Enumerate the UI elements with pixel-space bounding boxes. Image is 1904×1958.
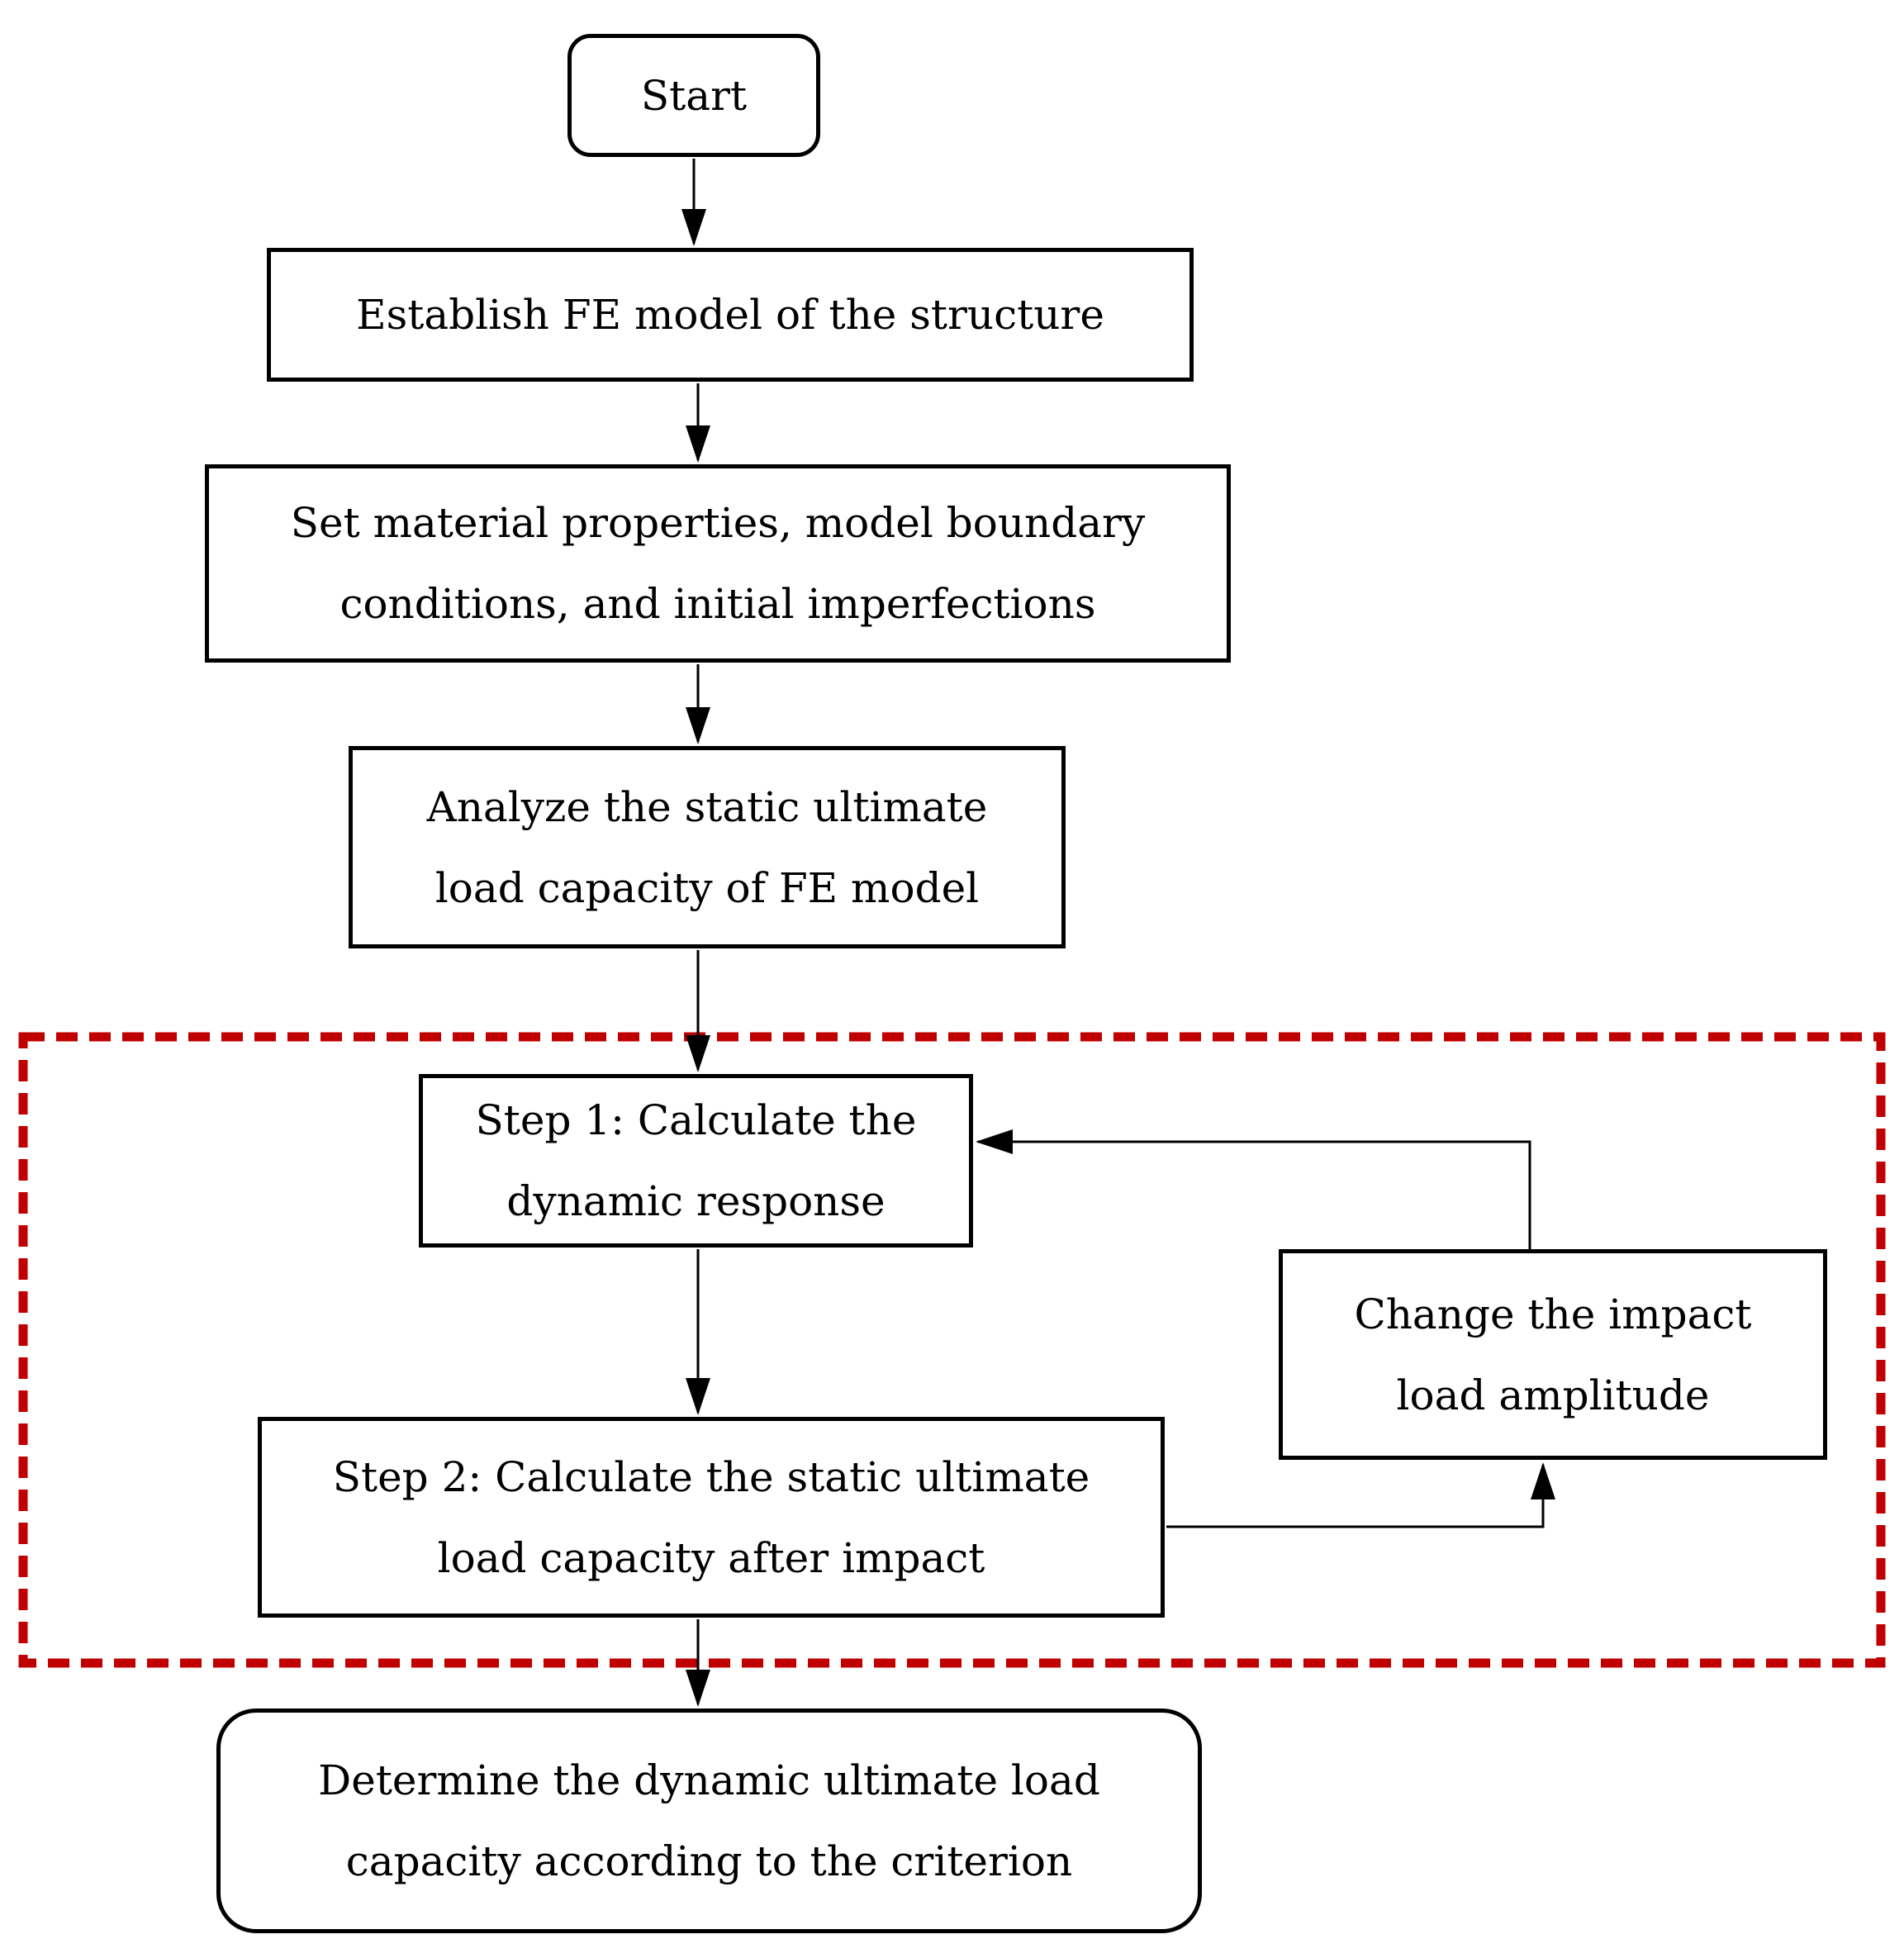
- node-determine-dynamic-capacity: Determine the dynamic ultimate load capa…: [216, 1708, 1202, 1933]
- node-change-label-line1: Change the impact: [1354, 1290, 1752, 1338]
- node-set-material-label-line2: conditions, and initial imperfections: [339, 580, 1096, 628]
- node-analyze-label-line1: Analyze the static ultimate: [426, 782, 988, 831]
- node-set-material-properties: Set material properties, model boundary …: [205, 464, 1231, 663]
- node-analyze-static-capacity: Analyze the static ultimate load capacit…: [349, 746, 1066, 948]
- node-set-material-label-line1: Set material properties, model boundary: [290, 499, 1146, 547]
- node-start-label: Start: [640, 71, 748, 120]
- node-change-impact-load: Change the impact load amplitude: [1279, 1249, 1827, 1460]
- node-determine-label-line1: Determine the dynamic ultimate load: [318, 1756, 1100, 1804]
- node-step1-dynamic-response: Step 1: Calculate the dynamic response: [419, 1074, 973, 1248]
- node-step2-capacity-after-impact: Step 2: Calculate the static ultimate lo…: [258, 1417, 1165, 1618]
- node-analyze-label-line2: load capacity of FE model: [434, 863, 980, 912]
- arrow-step2-to-changeload: [1166, 1462, 1555, 1528]
- iteration-region-frame: [18, 1032, 1886, 1668]
- node-step1-label-line1: Step 1: Calculate the: [475, 1096, 917, 1144]
- node-determine-label-line2: capacity according to the criterion: [345, 1837, 1073, 1885]
- node-start: Start: [567, 34, 820, 157]
- node-establish-label: Establish FE model of the structure: [356, 291, 1104, 339]
- node-step2-label-line1: Step 2: Calculate the static ultimate: [332, 1452, 1090, 1501]
- node-change-label-line2: load amplitude: [1396, 1371, 1710, 1419]
- arrow-changeload-to-step1: [976, 1129, 1531, 1251]
- node-step1-label-line2: dynamic response: [506, 1177, 886, 1225]
- node-step2-label-line2: load capacity after impact: [437, 1533, 985, 1582]
- node-establish-fe-model: Establish FE model of the structure: [267, 248, 1194, 382]
